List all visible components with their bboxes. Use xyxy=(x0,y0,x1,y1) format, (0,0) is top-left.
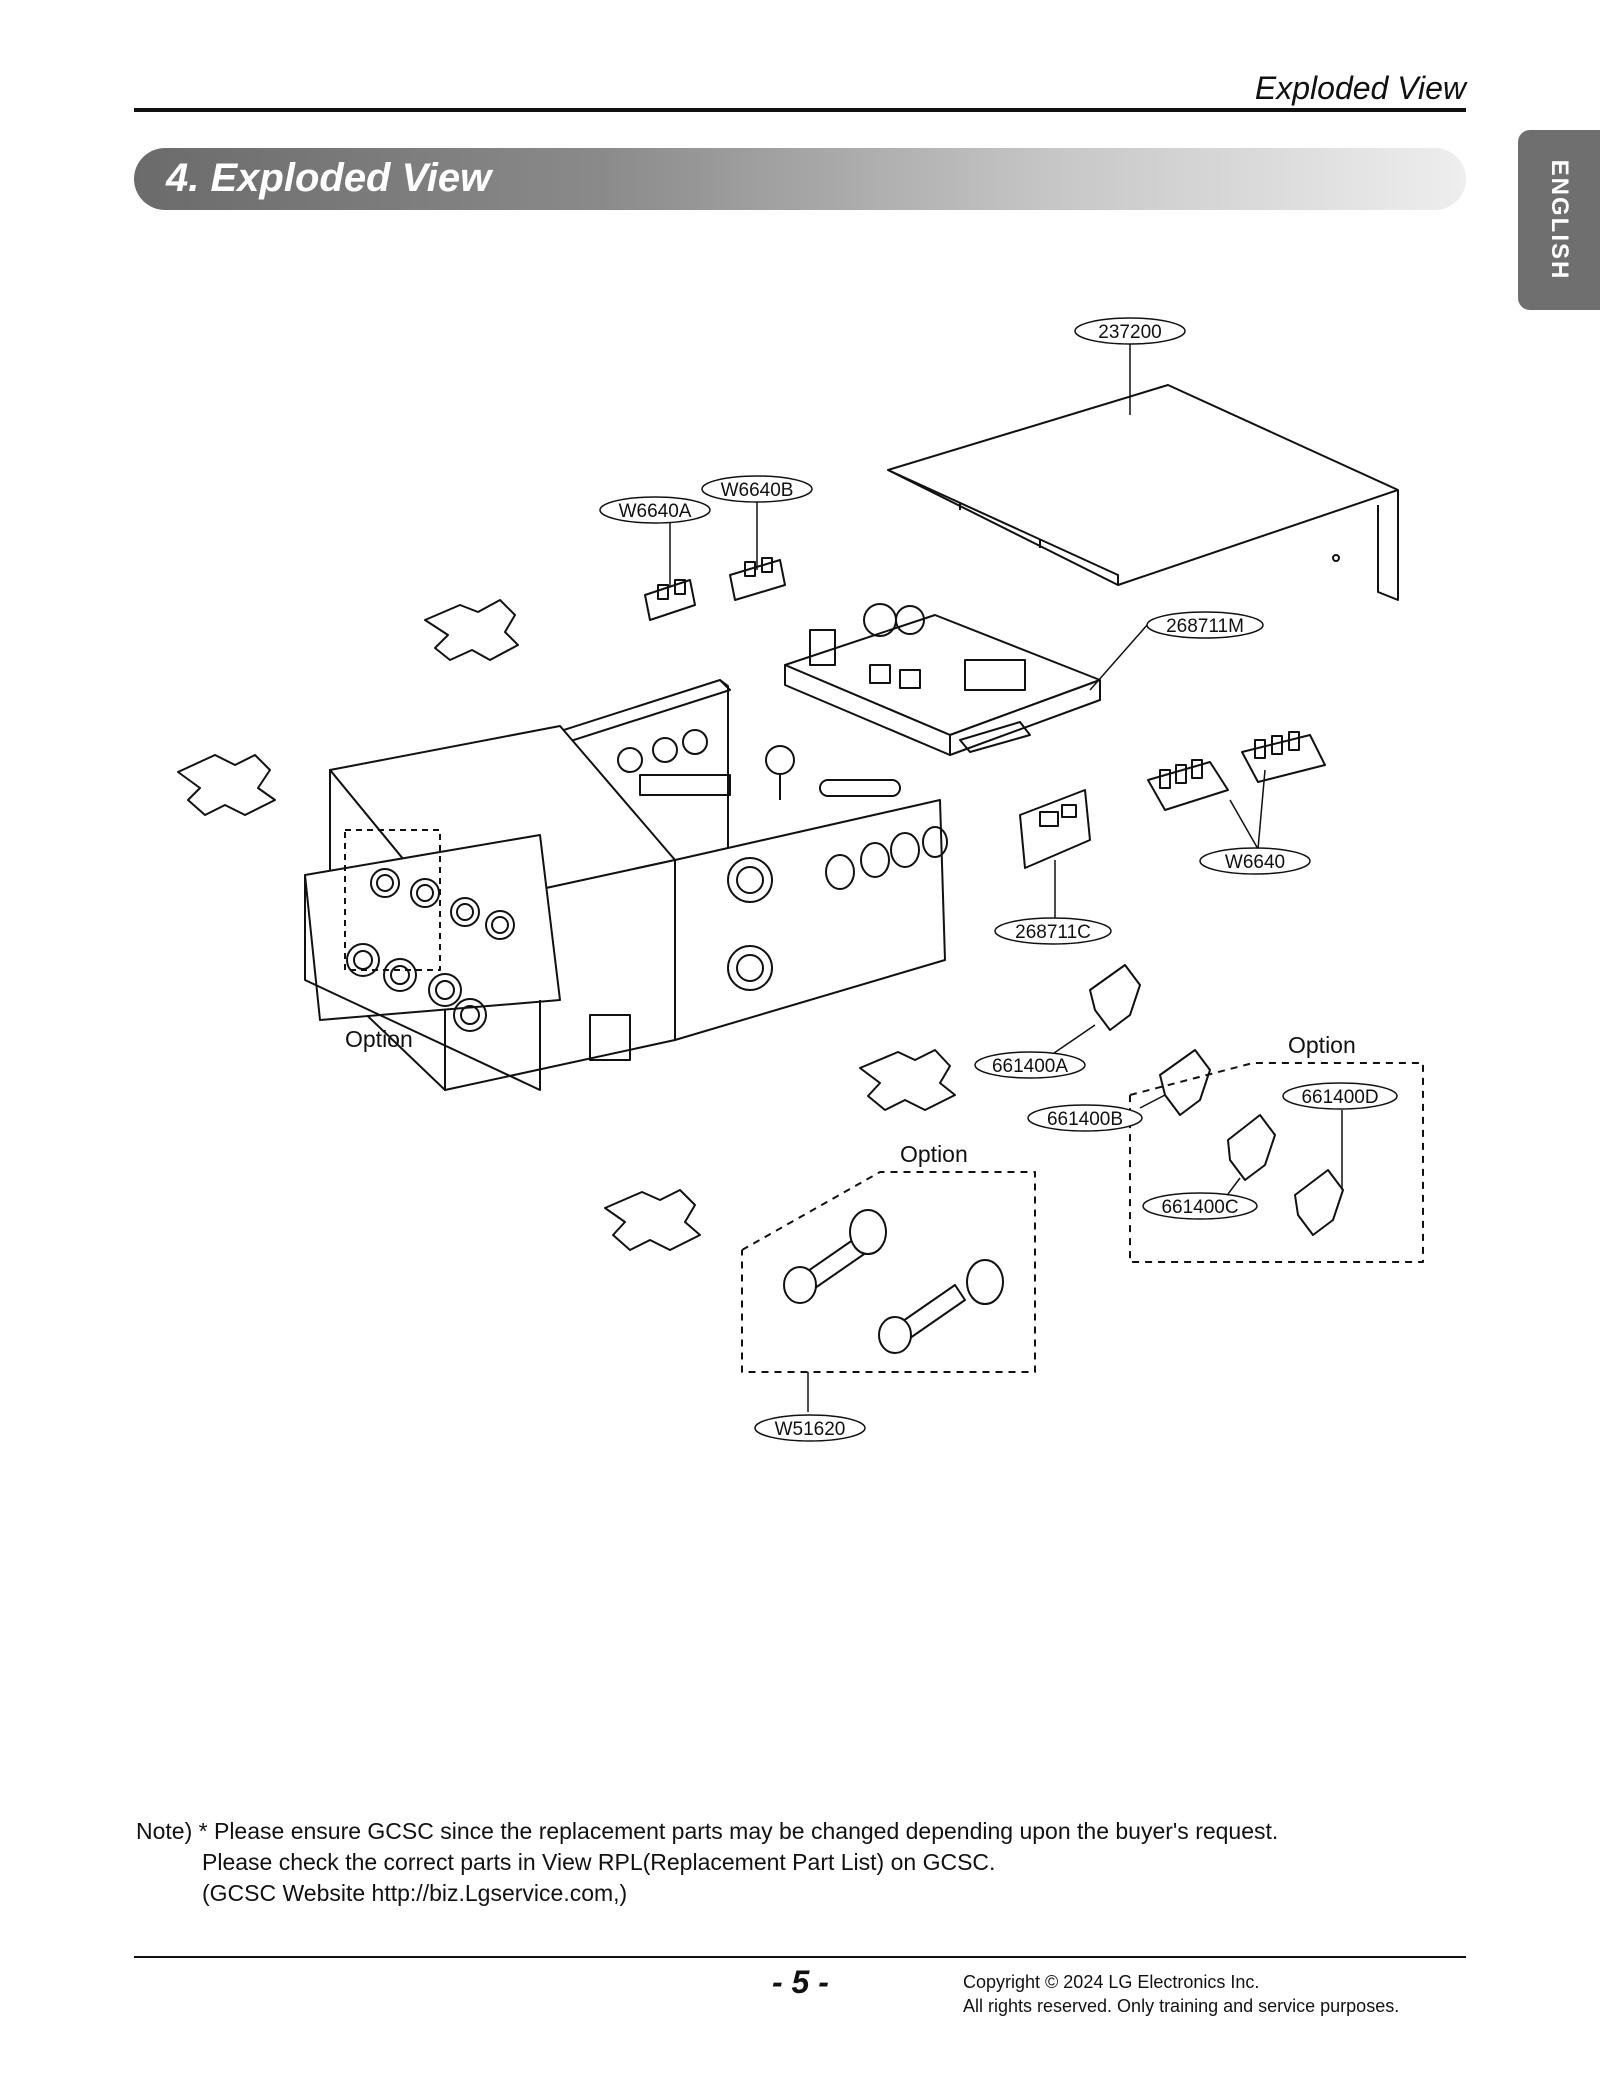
svg-text:268711M: 268711M xyxy=(1166,616,1244,637)
terminal-block-w6640b xyxy=(729,557,786,601)
callout-661400a: 661400A xyxy=(974,1051,1086,1079)
callout-661400d: 661400D xyxy=(1282,1082,1398,1110)
exploded-view-diagram: 237200 W6640B W6640A 268711M W6640 26871… xyxy=(177,317,1424,1442)
copyright-line-2: All rights reserved. Only training and s… xyxy=(963,1996,1400,2016)
option-box-pipes xyxy=(741,1171,1036,1373)
copyright-block: Copyright © 2024 LG Electronics Inc. All… xyxy=(963,1970,1399,2018)
note-block: Note) * Please ensure GCSC since the rep… xyxy=(136,1816,1278,1909)
terminal-block-w6640 xyxy=(1147,731,1326,811)
svg-text:661400B: 661400B xyxy=(1047,1109,1123,1130)
header-rule xyxy=(134,108,1466,112)
callout-w6640a: W6640A xyxy=(599,496,711,524)
callout-268711m: 268711M xyxy=(1146,611,1264,639)
sub-pcb-part xyxy=(1019,789,1091,869)
svg-text:661400A: 661400A xyxy=(992,1056,1068,1077)
option-box-fittings xyxy=(1129,1062,1424,1263)
option-label-fittings: Option xyxy=(1288,1032,1356,1058)
language-tab[interactable]: ENGLISH xyxy=(1518,130,1600,310)
svg-text:237200: 237200 xyxy=(1098,322,1161,343)
callout-661400c: 661400C xyxy=(1142,1192,1258,1220)
callout-661400b: 661400B xyxy=(1027,1104,1143,1132)
svg-text:661400D: 661400D xyxy=(1301,1087,1378,1108)
option-label-pipes: Option xyxy=(900,1141,968,1167)
svg-text:W6640B: W6640B xyxy=(721,480,794,501)
svg-text:W51620: W51620 xyxy=(775,1419,846,1440)
callout-w6640: W6640 xyxy=(1199,847,1311,875)
callout-268711c: 268711C xyxy=(994,917,1112,945)
section-title-bar: 4. Exploded View xyxy=(134,148,1466,210)
terminal-block-w6640a xyxy=(644,579,696,621)
svg-text:W6640A: W6640A xyxy=(619,501,692,522)
copyright-line-1: Copyright © 2024 LG Electronics Inc. xyxy=(963,1972,1260,1992)
main-pcb-part xyxy=(784,603,1101,756)
footer-rule xyxy=(134,1956,1466,1958)
callout-labels: 237200 W6640B W6640A 268711M W6640 26871… xyxy=(599,317,1398,1442)
page-number: - 5 - xyxy=(772,1964,829,2000)
callout-w51620: W51620 xyxy=(754,1414,866,1442)
note-line-2: Please check the correct parts in View R… xyxy=(202,1849,996,1875)
callout-237200: 237200 xyxy=(1074,317,1186,345)
svg-text:661400C: 661400C xyxy=(1161,1197,1238,1218)
reducer-pipe-parts xyxy=(783,1209,1004,1354)
top-cover-part xyxy=(887,384,1399,601)
svg-text:W6640: W6640 xyxy=(1225,852,1285,873)
option-label-housing: Option xyxy=(345,1026,413,1052)
section-title: 4. Exploded View xyxy=(166,156,492,200)
tee-fitting-parts xyxy=(1089,964,1344,1236)
mounting-bracket xyxy=(177,599,956,1251)
header-title: Exploded View xyxy=(1254,70,1466,106)
svg-text:268711C: 268711C xyxy=(1015,922,1091,943)
callout-w6640b: W6640B xyxy=(701,475,813,503)
note-line-3: (GCSC Website http://biz.Lgservice.com,) xyxy=(202,1880,628,1906)
main-housing-part xyxy=(304,679,948,1091)
note-line-1: Note) * Please ensure GCSC since the rep… xyxy=(136,1818,1279,1844)
